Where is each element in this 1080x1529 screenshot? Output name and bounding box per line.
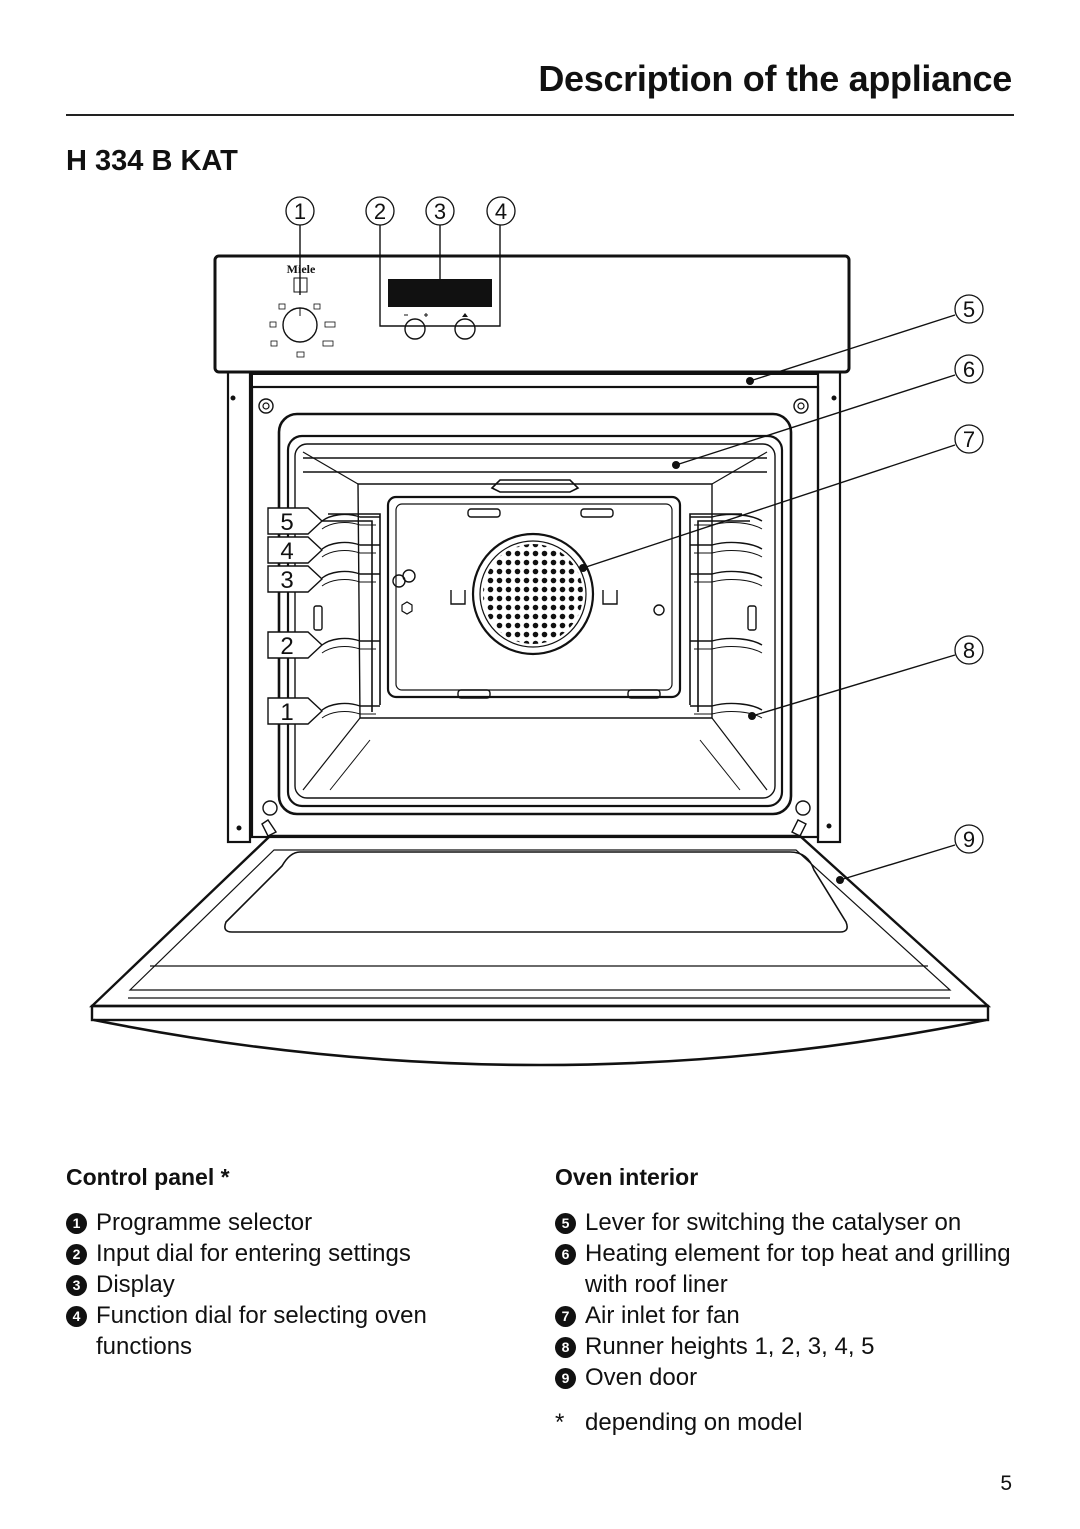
title-rule xyxy=(66,114,1014,116)
legend-text: Lever for switching the catalyser on xyxy=(585,1209,962,1236)
callout-1: 1 xyxy=(294,199,306,224)
oven-interior-heading: Oven interior xyxy=(555,1164,699,1190)
legend-item: 8 Runner heights 1, 2, 3, 4, 5 xyxy=(555,1331,1025,1362)
footnote: * depending on model xyxy=(555,1407,1025,1438)
legend-number: 8 xyxy=(555,1337,576,1358)
callout-4: 4 xyxy=(495,199,507,224)
legend-text: Function dial for selecting oven functio… xyxy=(96,1302,427,1360)
runner-label-1: 1 xyxy=(280,699,293,726)
legend-text: Heating element for top heat and grillin… xyxy=(585,1240,1011,1298)
legend-item: 2 Input dial for entering settings xyxy=(66,1238,496,1269)
runner-label-2: 2 xyxy=(280,633,293,660)
legend-text: Runner heights 1, 2, 3, 4, 5 xyxy=(585,1333,875,1360)
runner-label-3: 3 xyxy=(280,567,293,594)
legend-number: 6 xyxy=(555,1244,576,1265)
legend-text: Display xyxy=(96,1271,175,1298)
legend-item: 6 Heating element for top heat and grill… xyxy=(555,1238,1025,1300)
footnote-mark: * xyxy=(555,1409,565,1436)
brand-logo: Miele xyxy=(287,262,316,276)
control-panel: Miele xyxy=(213,254,851,374)
legend-text: Input dial for entering settings xyxy=(96,1240,411,1267)
legend-number: 5 xyxy=(555,1213,576,1234)
footnote-text: depending on model xyxy=(585,1409,803,1436)
legend-text: Oven door xyxy=(585,1364,698,1391)
oven-interior-legend: Oven interior 5 Lever for switching the … xyxy=(555,1162,1025,1438)
legend-number: 9 xyxy=(555,1368,576,1389)
runner-label-4: 4 xyxy=(280,538,293,565)
legend-number: 3 xyxy=(66,1275,87,1296)
callout-2: 2 xyxy=(374,199,386,224)
oven-diagram: 1 2 3 4 5 6 7 8 9 Mie xyxy=(89,196,992,1067)
runner-tags xyxy=(267,507,324,725)
legend-item: 5 Lever for switching the catalyser on xyxy=(555,1207,1025,1238)
callout-8: 8 xyxy=(963,638,975,663)
callout-7: 7 xyxy=(963,427,975,452)
legend-item: 1 Programme selector xyxy=(66,1207,496,1238)
callout-5: 5 xyxy=(963,297,975,322)
legend-item: 3 Display xyxy=(66,1269,496,1300)
callout-3: 3 xyxy=(434,199,446,224)
legend-number: 1 xyxy=(66,1213,87,1234)
legend-number: 4 xyxy=(66,1306,87,1327)
legend-number: 7 xyxy=(555,1306,576,1327)
legend-text: Air inlet for fan xyxy=(585,1302,740,1329)
legend-item: 4 Function dial for selecting oven funct… xyxy=(66,1300,496,1362)
legend-number: 2 xyxy=(66,1244,87,1265)
oven-door xyxy=(89,819,992,1067)
oven-body xyxy=(226,370,842,844)
page-title: Description of the appliance xyxy=(538,58,1012,99)
callout-9: 9 xyxy=(963,827,975,852)
legend-text: Programme selector xyxy=(96,1209,313,1236)
callout-6: 6 xyxy=(963,357,975,382)
page-number: 5 xyxy=(1000,1472,1012,1495)
legend-item: 7 Air inlet for fan xyxy=(555,1300,1025,1331)
model-heading: H 334 B KAT xyxy=(66,145,238,177)
legend-item: 9 Oven door xyxy=(555,1362,1025,1393)
control-panel-legend: Control panel * 1 Programme selector 2 I… xyxy=(66,1162,496,1362)
control-panel-heading: Control panel * xyxy=(66,1164,230,1190)
runner-label-5: 5 xyxy=(280,509,293,536)
